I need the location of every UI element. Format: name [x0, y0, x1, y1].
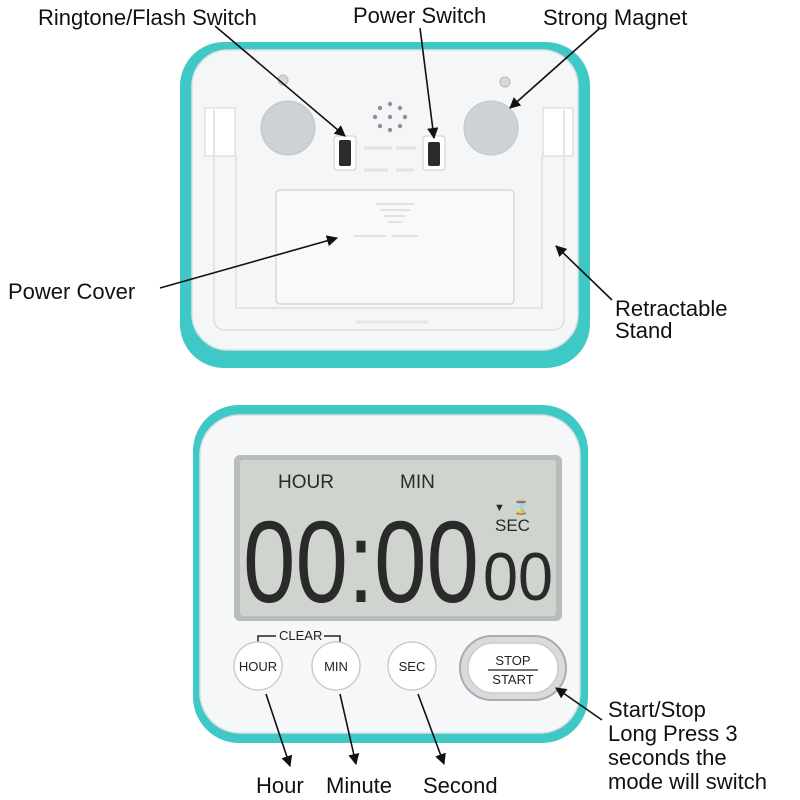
arrow-hour — [265, 693, 293, 768]
hour-button[interactable]: HOUR — [233, 641, 283, 691]
power-cover[interactable] — [275, 189, 515, 305]
magnet-right — [463, 100, 519, 156]
arrow-stand — [555, 245, 613, 301]
lcd-sec-digits: 00 — [483, 539, 553, 615]
power-switch-callout: Power Switch — [353, 3, 487, 28]
min-button-label: MIN — [324, 659, 348, 674]
stop-label: STOP — [495, 653, 530, 668]
arrow-second — [417, 693, 446, 766]
minute-callout: Minute — [326, 773, 393, 798]
arrow-start-stop — [555, 687, 603, 721]
hourglass-icon: ⌛ — [513, 500, 529, 515]
arrow-magnet — [509, 27, 601, 109]
hour-callout: Hour — [256, 773, 304, 798]
power-switch-knob — [428, 142, 440, 166]
hour-button-label: HOUR — [239, 659, 277, 674]
clear-label-bg — [276, 628, 324, 642]
arrow-minute — [339, 693, 360, 766]
min-button[interactable]: MIN — [311, 641, 361, 691]
embossed-marks — [364, 146, 416, 172]
timer-back-view — [180, 42, 590, 368]
start-stop-callout: Start/Stop Long Press 3 seconds the mode… — [608, 698, 767, 794]
start-stop-line-1: Start/Stop — [608, 697, 706, 722]
callout-arrows — [159, 25, 613, 768]
power-cover-callout: Power Cover — [8, 279, 136, 304]
speaker-grille — [372, 101, 408, 133]
lcd-screen — [240, 460, 556, 616]
start-stop-button[interactable]: STOP START — [459, 635, 567, 701]
retractable-stand — [213, 110, 565, 331]
start-stop-line-3: seconds the — [608, 745, 727, 770]
strong-magnet-callout: Strong Magnet — [543, 5, 688, 30]
ringtone-flash-callout: Ringtone/Flash Switch — [38, 5, 257, 30]
arrow-power-switch — [419, 27, 439, 140]
lcd-min-label: MIN — [400, 472, 435, 493]
ringtone-switch-knob — [339, 140, 351, 166]
arrow-ringtone — [214, 25, 346, 137]
stand-slot-right — [542, 107, 574, 157]
sec-button[interactable]: SEC — [387, 641, 437, 691]
lcd-hour-label: HOUR — [278, 472, 334, 493]
countdown-indicator: ▼ — [494, 502, 505, 514]
timer-front-view: HOUR MIN 00:00 ▼ ⌛ SEC 00 CLEAR HOUR MIN… — [193, 405, 588, 743]
retractable-stand-line-2: Stand — [615, 318, 673, 343]
lcd-sec-label: SEC — [495, 516, 530, 535]
screw-right — [499, 76, 511, 88]
clear-label: CLEAR — [279, 628, 322, 643]
arrow-power-cover — [159, 235, 339, 289]
start-stop-line-2: Long Press 3 — [608, 721, 738, 746]
second-callout: Second — [423, 773, 498, 798]
cover-ridges — [354, 203, 418, 237]
magnet-left — [260, 100, 316, 156]
start-label: START — [492, 672, 533, 687]
retractable-stand-callout: Retractable Stand — [615, 298, 728, 342]
stand-slot-left — [204, 107, 236, 157]
start-stop-line-4: mode will switch — [608, 769, 767, 794]
retractable-stand-line-1: Retractable — [615, 296, 728, 321]
sec-button-label: SEC — [399, 659, 426, 674]
lcd-main-digits: 00:00 — [243, 497, 479, 627]
